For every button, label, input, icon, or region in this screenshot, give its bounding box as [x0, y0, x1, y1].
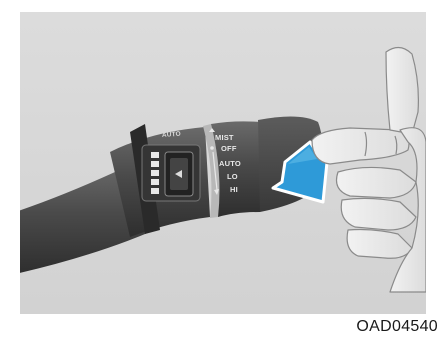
position-label-off: OFF [221, 144, 237, 153]
wiper-stalk-illustration: AUTO MIST OFF AUTO LO HI [20, 12, 426, 314]
position-label-hi: HI [230, 185, 238, 194]
figure-code: OAD04540 [356, 318, 438, 336]
position-label-auto: AUTO [219, 159, 241, 168]
sensitivity-dial-icon [142, 145, 200, 201]
dot-marker-icon [210, 146, 214, 150]
position-label-lo: LO [227, 172, 238, 181]
band-label: AUTO [162, 131, 182, 139]
position-label-mist: MIST [215, 133, 234, 142]
